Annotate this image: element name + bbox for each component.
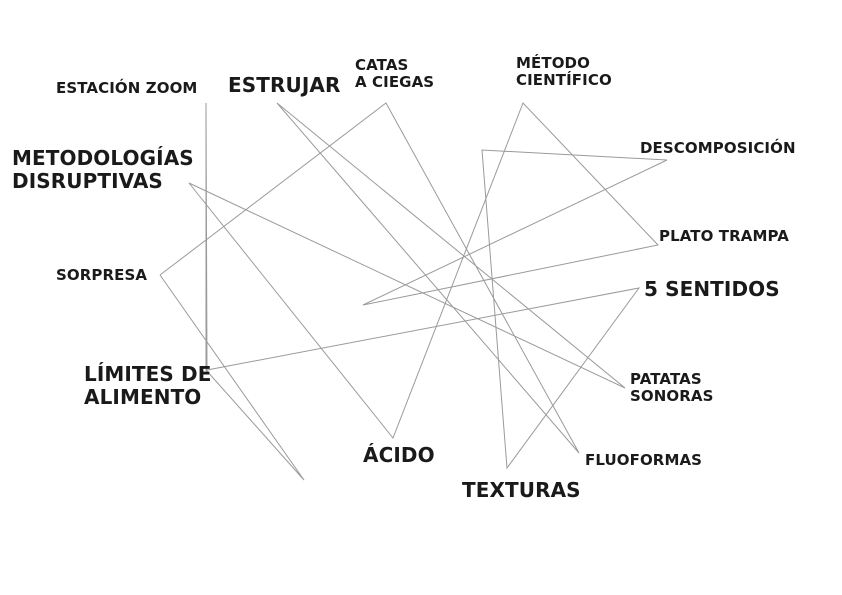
connector-path <box>159 102 668 481</box>
label-acido-text: ÁCIDO <box>363 443 435 467</box>
label-texturas: TEXTURAS <box>462 479 581 502</box>
label-patatas-line1: PATATAS <box>630 370 702 388</box>
label-plato-trampa-text: PLATO TRAMPA <box>659 227 789 245</box>
label-limites-de-alimento: LÍMITES DE ALIMENTO <box>84 363 211 409</box>
label-descomposicion: DESCOMPOSICIÓN <box>640 139 796 157</box>
label-catas-line2: A CIEGAS <box>355 73 435 92</box>
label-limites-line1: LÍMITES DE <box>84 362 212 386</box>
label-metodo-line1: MÉTODO <box>516 54 590 72</box>
label-texturas-text: TEXTURAS <box>462 478 581 502</box>
label-acido: ÁCIDO <box>363 444 435 467</box>
label-estrujar: ESTRUJAR <box>228 74 340 97</box>
label-estrujar-text: ESTRUJAR <box>228 73 341 97</box>
label-metodo-line2: CIENTÍFICO <box>516 71 612 90</box>
label-patatas-sonoras: PATATAS SONORAS <box>630 370 714 406</box>
label-metodologias-line1: METODOLOGÍAS <box>12 146 194 170</box>
label-descomposicion-text: DESCOMPOSICIÓN <box>640 139 796 157</box>
label-sorpresa-text: SORPRESA <box>56 266 148 284</box>
label-estacion-zoom: ESTACIÓN ZOOM <box>56 79 198 97</box>
label-metodologias-line2: DISRUPTIVAS <box>12 169 163 193</box>
label-patatas-line2: SONORAS <box>630 387 714 406</box>
label-fluoformas-text: FLUOFORMAS <box>585 451 703 469</box>
label-catas-line1: CATAS <box>355 56 409 74</box>
label-estacion-zoom-text: ESTACIÓN ZOOM <box>56 79 198 97</box>
label-metodologias-disruptivas: METODOLOGÍAS DISRUPTIVAS <box>12 147 194 193</box>
label-plato-trampa: PLATO TRAMPA <box>659 227 789 245</box>
label-metodo-cientifico: MÉTODO CIENTÍFICO <box>516 54 612 90</box>
label-limites-line2: ALIMENTO <box>84 385 202 409</box>
label-5-sentidos-text: 5 SENTIDOS <box>644 277 780 301</box>
label-catas-a-ciegas: CATAS A CIEGAS <box>355 56 435 92</box>
label-5-sentidos: 5 SENTIDOS <box>644 278 780 301</box>
label-sorpresa: SORPRESA <box>56 266 148 284</box>
label-fluoformas: FLUOFORMAS <box>585 451 703 469</box>
